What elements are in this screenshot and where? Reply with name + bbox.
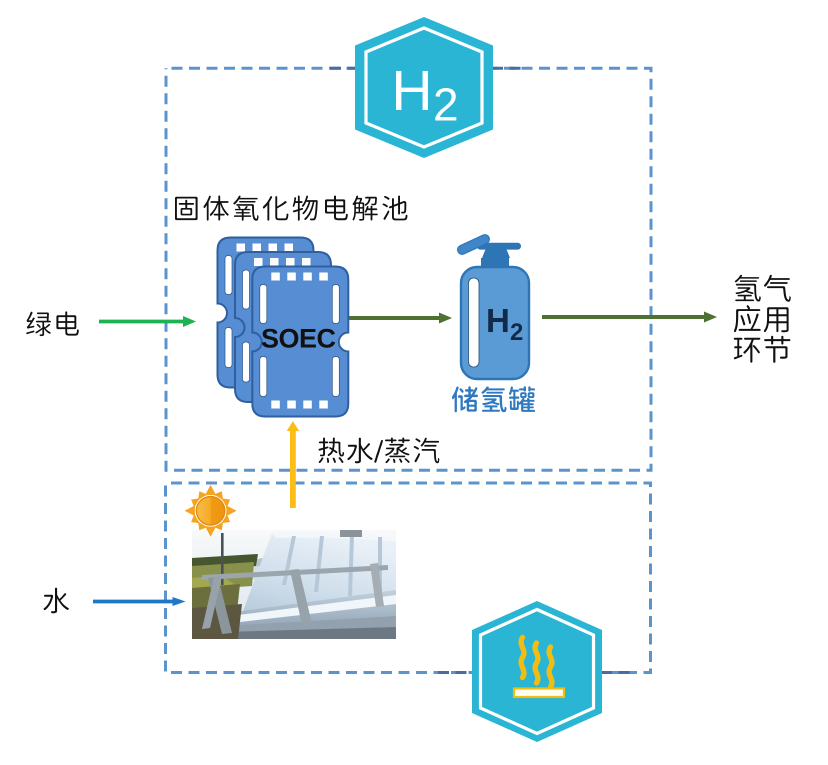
svg-text:H: H <box>486 302 510 339</box>
svg-text:SOEC: SOEC <box>261 324 336 354</box>
svg-text:2: 2 <box>510 319 523 346</box>
svg-text:H: H <box>391 59 432 123</box>
svg-text:2: 2 <box>433 79 459 131</box>
